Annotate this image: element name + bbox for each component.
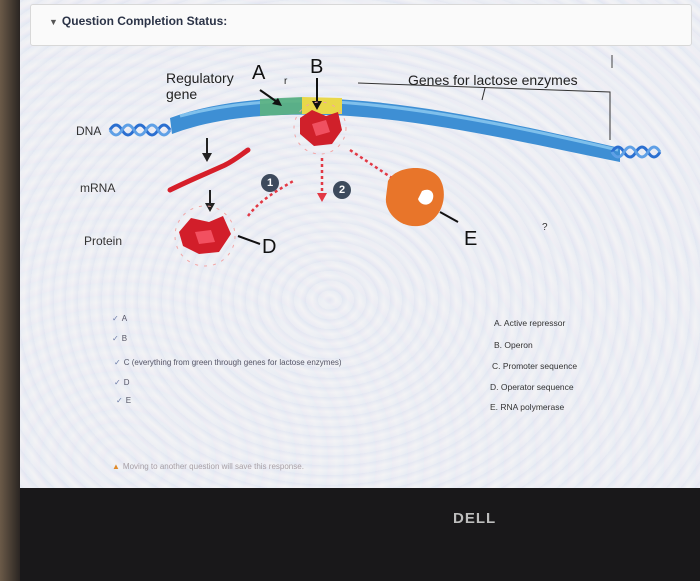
option-d: D. Operator sequence bbox=[490, 382, 574, 392]
arrow-a-head bbox=[272, 98, 282, 106]
orange-enzyme bbox=[385, 167, 444, 227]
arrow-down-2-head bbox=[205, 203, 215, 212]
answer-e[interactable]: ✓E bbox=[116, 396, 131, 405]
moire-pattern bbox=[20, 0, 700, 488]
mrna-label: mRNA bbox=[80, 181, 116, 195]
label-b: B bbox=[310, 56, 324, 78]
protein-label: Protein bbox=[84, 234, 123, 248]
arrow-b-head bbox=[312, 101, 322, 110]
operator-region bbox=[302, 97, 342, 114]
step-2-circle bbox=[333, 181, 351, 199]
gene-label: gene bbox=[166, 86, 198, 102]
answer-b-label: B bbox=[121, 334, 128, 343]
dell-logo: DELL bbox=[453, 510, 497, 527]
answer-a[interactable]: ✓A bbox=[112, 314, 127, 323]
completion-status-bar: ▼Question Completion Status: bbox=[30, 4, 692, 46]
answer-e-label: E bbox=[125, 396, 132, 405]
question-mark-label: ? bbox=[542, 222, 548, 233]
dna-band-highlight bbox=[179, 99, 619, 152]
status-title-text: Question Completion Status: bbox=[61, 14, 228, 28]
dotted-path-1 bbox=[247, 178, 296, 217]
option-c: C. Promoter sequence bbox=[492, 361, 578, 371]
regulatory-label: Regulatory bbox=[166, 70, 234, 86]
label-a: A bbox=[252, 62, 266, 84]
arrow-e bbox=[439, 211, 459, 223]
answer-a-label: A bbox=[121, 314, 128, 323]
regulatory-gene-label: Regulatory gene bbox=[166, 70, 234, 102]
option-b: B. Operon bbox=[494, 340, 533, 350]
step-1-circle bbox=[261, 174, 279, 192]
option-a: A. Active repressor bbox=[494, 318, 566, 328]
check-icon: ✓ bbox=[116, 396, 123, 405]
step-2-number: 2 bbox=[339, 184, 346, 196]
genes-bracket bbox=[357, 82, 611, 140]
genes-tick bbox=[481, 87, 486, 101]
save-warning-text: Moving to another question will save thi… bbox=[122, 462, 304, 471]
promoter-region bbox=[260, 97, 302, 116]
check-icon: ✓ bbox=[112, 314, 119, 323]
arrow-down-1-head bbox=[202, 153, 212, 162]
screen: ▼Question Completion Status: bbox=[20, 0, 700, 488]
label-e: E bbox=[464, 228, 478, 250]
check-icon: ✓ bbox=[112, 334, 119, 343]
dotted-path-2-head bbox=[317, 193, 327, 202]
check-icon: ✓ bbox=[114, 378, 121, 387]
label-d: D bbox=[262, 236, 277, 258]
lac-operon-diagram bbox=[108, 55, 662, 267]
mrna-strand bbox=[167, 147, 251, 193]
repressor-protein bbox=[174, 205, 236, 267]
check-icon: ✓ bbox=[114, 358, 121, 367]
dna-helix-left-2 bbox=[108, 123, 172, 137]
chevron-down-icon: ▼ bbox=[49, 17, 58, 27]
laptop-bezel-left bbox=[0, 0, 20, 581]
warning-icon: ▲ bbox=[112, 462, 120, 471]
dna-label: DNA bbox=[76, 124, 102, 138]
answer-c[interactable]: ✓C (everything from green through genes … bbox=[114, 358, 342, 367]
arrow-d bbox=[237, 235, 261, 245]
dna-helix-left bbox=[108, 123, 172, 137]
label-r: r bbox=[284, 76, 288, 87]
save-warning: ▲Moving to another question will save th… bbox=[112, 462, 304, 471]
answer-d[interactable]: ✓D bbox=[114, 378, 129, 387]
answer-b[interactable]: ✓B bbox=[112, 334, 127, 343]
step-1-number: 1 bbox=[267, 177, 274, 189]
answer-d-label: D bbox=[123, 378, 130, 387]
repressor-bound bbox=[293, 101, 347, 155]
answer-c-label: C (everything from green through genes f… bbox=[123, 358, 342, 367]
option-e: E. RNA polymerase bbox=[490, 402, 565, 412]
dna-helix-right-2 bbox=[610, 145, 662, 159]
genes-for-lactose-label: Genes for lactose enzymes bbox=[408, 72, 578, 88]
laptop-bezel-bottom bbox=[20, 488, 700, 581]
completion-status-toggle[interactable]: ▼Question Completion Status: bbox=[49, 14, 227, 28]
dotted-path-3 bbox=[349, 148, 393, 180]
